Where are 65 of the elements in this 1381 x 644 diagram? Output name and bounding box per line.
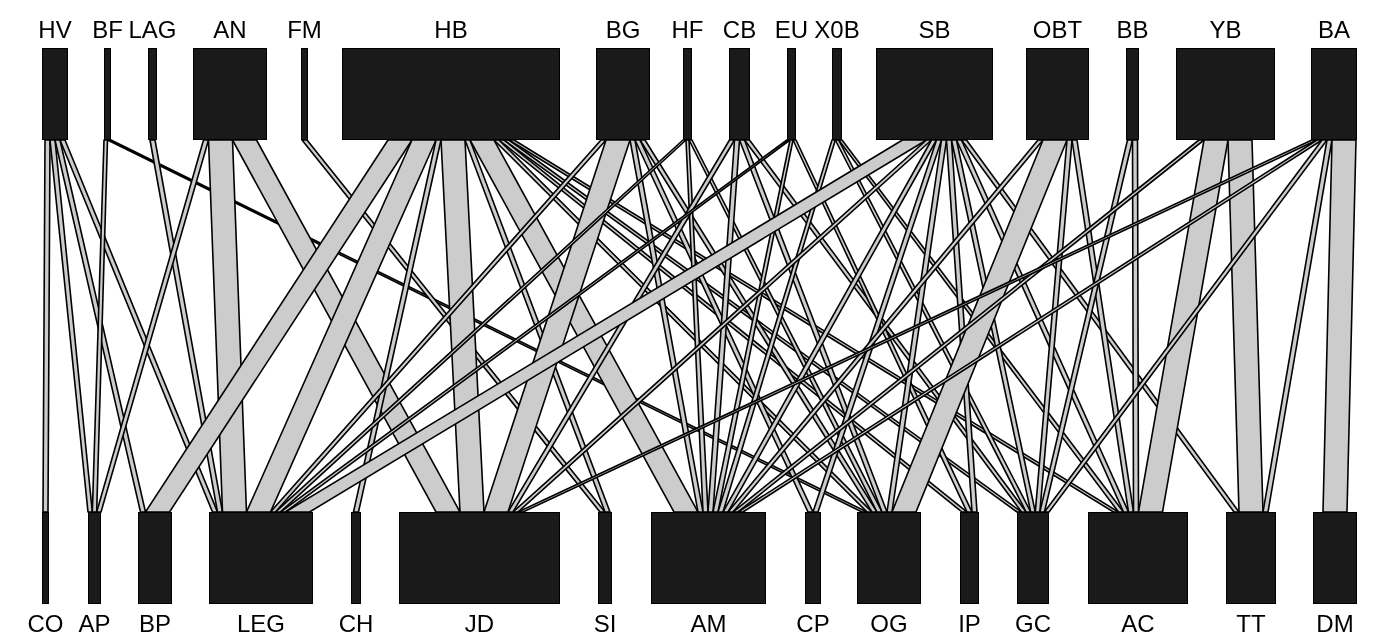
node-label: FM [287,18,322,42]
node-label: HV [38,18,72,42]
link-band [1034,139,1073,513]
node-label: CP [796,612,830,636]
link-band [1043,139,1328,513]
node-label: AM [690,612,727,636]
node-label: BF [92,18,123,42]
link-band [717,139,837,513]
node-label: AP [78,612,111,636]
node-label: SB [918,18,951,42]
node-label: BB [1116,18,1149,42]
link-band [245,139,437,513]
node-label: AN [213,18,247,42]
link-band [722,139,938,513]
link-band [712,139,794,513]
link-band [1039,139,1134,513]
link-band [1137,139,1229,513]
node-label: BG [605,18,641,42]
node-label: OBT [1032,18,1083,42]
link-band [1227,139,1264,513]
node-label: HF [671,18,704,42]
link-band [517,139,1318,513]
link-band [886,139,948,513]
node-label: CB [722,18,757,42]
link-band [1131,139,1140,513]
link-band [284,139,928,513]
link-band [440,139,485,513]
link-band [42,139,51,513]
node-label: LAG [128,18,177,42]
link-band [279,139,791,513]
link-band [1262,139,1333,513]
link-band [483,139,631,513]
link-band [144,139,413,513]
node-label: BP [139,612,171,636]
node-label: TT [1236,612,1266,636]
link-band [685,139,709,513]
link-band [737,139,1323,513]
link-band [95,139,210,513]
node-label: IP [958,612,981,636]
link-band [207,139,248,513]
node-label: SI [593,612,617,636]
link-band [1322,139,1357,513]
node-label: YB [1209,18,1242,42]
link-band [812,139,943,513]
node-label: HB [434,18,468,42]
node-label: BA [1318,18,1350,42]
node-label: OG [870,612,908,636]
link-band [91,139,109,513]
link-band [891,139,1068,513]
link-band [732,139,1205,513]
link-band [1071,139,1135,513]
link-band [507,139,736,513]
node-label: AC [1121,612,1155,636]
node-label: EU [774,18,809,42]
link-band [274,139,687,513]
node-label: X0B [814,18,860,42]
link-band [49,139,94,513]
link-band [54,139,147,513]
link-band [707,139,741,513]
node-label: CO [27,612,64,636]
node-label: GC [1015,612,1051,636]
node-label: DM [1316,612,1354,636]
node-label: JD [464,612,495,636]
node-label: LEG [237,612,285,636]
node-label: CH [338,612,374,636]
